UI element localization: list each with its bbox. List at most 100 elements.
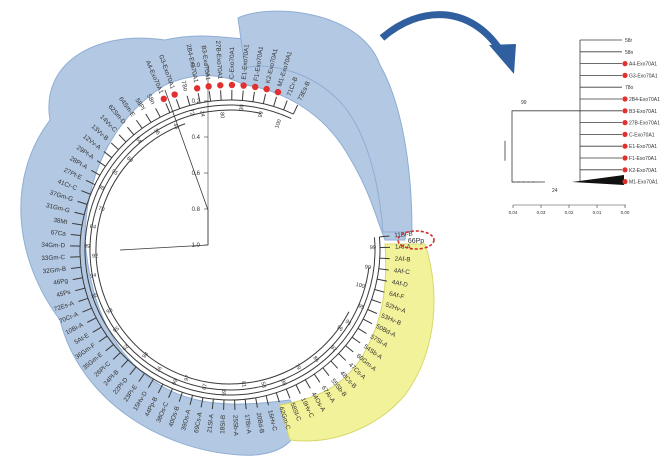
inset-axis-tick-label: 0.03 xyxy=(537,210,546,215)
leaf-branch xyxy=(138,372,145,382)
leaf-label: 25Sb-A xyxy=(231,415,239,437)
inset-collapsed-label: 24 xyxy=(552,188,558,194)
leaf-branch xyxy=(244,399,247,410)
inset-leaf-label: C-Exo70A1 xyxy=(629,132,655,138)
leaf-branch xyxy=(200,397,204,408)
leaf-branch xyxy=(208,91,212,102)
taxon-marker xyxy=(251,83,259,91)
scale-tick-label: 0.0 xyxy=(192,63,201,69)
inset-axis-tick-label: 0.04 xyxy=(509,210,518,215)
leaf-label: 6Af-F xyxy=(388,290,405,301)
inset-leaf-label: 58n xyxy=(625,50,634,56)
bootstrap-label: 92 xyxy=(92,253,98,259)
inset-axis-tick-label: 0.02 xyxy=(565,210,574,215)
leaf-branch xyxy=(283,100,288,111)
bootstrap-label: 94 xyxy=(142,351,151,360)
taxon-marker xyxy=(274,88,282,96)
bootstrap-label: 69 xyxy=(125,156,134,165)
taxon-marker xyxy=(228,81,236,89)
inset-leaf-label: K2-Exo70A1 xyxy=(629,168,657,174)
tree-arc-mid xyxy=(84,104,376,396)
leaf-branch xyxy=(74,211,85,216)
inset-axis-tick-label: 0.00 xyxy=(621,210,630,215)
bootstrap-label: 79 xyxy=(293,363,301,371)
leaf-branch xyxy=(105,344,114,352)
yellow-clade-band xyxy=(279,243,435,442)
leaf-label: 34Gm-D xyxy=(41,242,65,250)
bootstrap-label: 99 xyxy=(84,244,90,250)
leaf-label: 4Af-C xyxy=(393,267,410,276)
leaf-branch xyxy=(103,151,113,159)
leaf-branch xyxy=(357,327,367,334)
bootstrap-label: 86 xyxy=(311,355,320,364)
bootstrap-label: 96 xyxy=(152,128,160,136)
leaf-branch xyxy=(377,278,388,282)
bootstrap-label: 76 xyxy=(155,366,163,374)
leaf-label: 78o xyxy=(179,80,189,92)
leaf-label: 4Af-D xyxy=(391,279,409,289)
leaf-label: 58n xyxy=(145,93,156,106)
leaf-branch xyxy=(330,360,339,369)
bootstrap-label: 98 xyxy=(279,379,287,387)
bootstrap-label: 85 xyxy=(91,293,99,301)
bootstrap-label: 99 xyxy=(258,111,265,118)
leaf-branch xyxy=(265,395,269,406)
leaf-label: 27B-Exo70A1 xyxy=(214,40,223,80)
leaf-branch xyxy=(135,119,143,129)
leaf-label: 33Gm-C xyxy=(41,254,66,262)
inset-leaf-label: 27B-Exo70A1 xyxy=(629,121,660,127)
scale-tick-label: 0.4 xyxy=(192,135,201,141)
leaf-branch xyxy=(118,134,127,143)
bootstrap-label: 58 xyxy=(259,381,266,388)
inset-leaf-label: A4-Exo70A1 xyxy=(629,62,657,68)
leaf-branch xyxy=(295,384,301,394)
inset-axis-tick-label: 0.01 xyxy=(593,210,602,215)
leaf-branch xyxy=(322,367,330,376)
leaf-label: 69Cs-A xyxy=(193,411,204,434)
inset-taxon-marker xyxy=(622,167,628,173)
leaf-branch xyxy=(351,336,361,344)
inset-leaf-label: 78o xyxy=(625,85,634,91)
leaf-branch xyxy=(178,392,183,402)
bootstrap-label: 81 xyxy=(240,381,247,388)
bootstrap-label: 80 xyxy=(218,112,224,118)
leaf-branch xyxy=(72,222,83,226)
taxon-marker xyxy=(205,83,212,90)
bootstrap-values: 9999100959196928679985881596797997694629… xyxy=(84,104,376,396)
taxon-marker xyxy=(160,95,168,103)
bootstrap-label: 91 xyxy=(344,319,352,327)
radial-scale: 0.00.20.40.60.81.0 xyxy=(119,63,209,251)
bootstrap-label: 30 xyxy=(239,104,245,111)
leaf-branch xyxy=(96,160,106,167)
leaf-branch xyxy=(145,113,152,123)
inset-leaf-label: G3-Exo70A1 xyxy=(629,73,658,79)
leaf-label: B3-Exo70A1 xyxy=(200,45,212,81)
inset-leaf-label: M1-Exo70A1 xyxy=(629,180,658,186)
scale-tick-label: 0.2 xyxy=(192,99,201,105)
taxon-marker xyxy=(240,82,247,89)
tree-arc-core xyxy=(95,123,350,385)
root-branch xyxy=(119,89,209,251)
leaf-label: 17Br-A xyxy=(243,414,252,435)
leaf-branch xyxy=(175,99,181,109)
leaf-label: 67Ca xyxy=(50,229,66,237)
leaf-label: 2Af-B xyxy=(395,256,411,264)
inset-taxon-marker xyxy=(622,155,628,161)
leaf-branch xyxy=(262,93,267,104)
tree-arc-inner xyxy=(89,109,370,391)
inset-leaf-label: 2B4-Exo70A1 xyxy=(629,97,660,103)
bootstrap-label: 62 xyxy=(122,344,131,353)
leaf-label: 20Bd-B xyxy=(255,412,265,434)
leaf-branch xyxy=(77,200,88,205)
bootstrap-label: 95 xyxy=(112,326,120,334)
leaf-branch xyxy=(220,90,222,101)
inset-taxon-marker xyxy=(622,72,628,78)
bootstrap-label: 24 xyxy=(198,110,205,117)
highlighted-taxon-label: 66Pp xyxy=(408,238,424,245)
bootstrap-label: 98 xyxy=(97,184,105,192)
leaf-branch xyxy=(168,388,173,398)
inset-taxon-marker xyxy=(622,143,628,149)
leaf-branch xyxy=(120,359,129,368)
leaf-branch xyxy=(374,289,385,293)
taxon-marker xyxy=(193,85,201,92)
